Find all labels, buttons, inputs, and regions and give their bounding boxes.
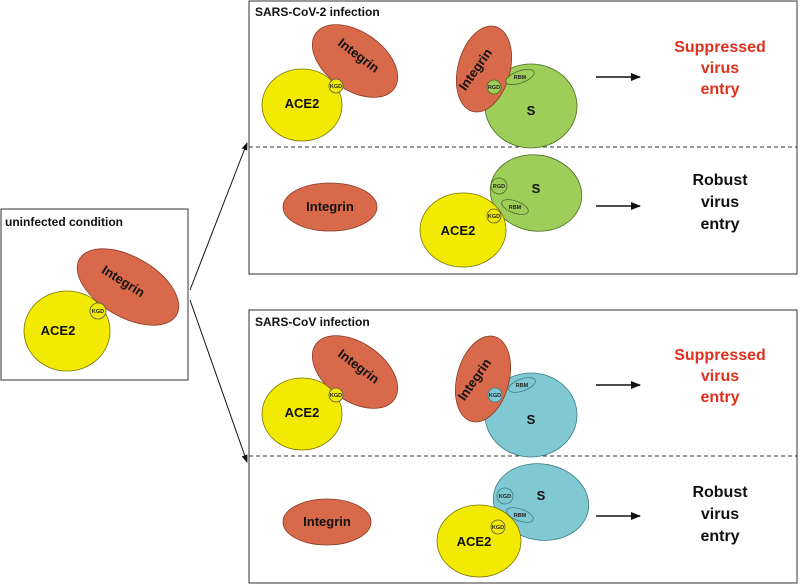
cov-top-kgd-right-label: KGD <box>489 393 501 399</box>
cov2-top-ace2-label: ACE2 <box>285 96 320 111</box>
cov2-bot-kgd-label: KGD <box>488 214 500 220</box>
cov2-bot-integrin <box>282 182 378 232</box>
cov2-bot-rbm <box>501 199 529 215</box>
cov-bot-integrin-label: Integrin <box>303 514 351 529</box>
cov-bot-kgd-spike-label: KGD <box>499 494 511 500</box>
sars-cov-title: SARS-CoV infection <box>255 315 370 329</box>
cov2-bot-outcome-2: virus <box>701 194 739 211</box>
sars-cov2-panel: SARS-CoV-2 infection Integrin ACE2 KGD S… <box>248 0 798 275</box>
cov2-top-rgd-label: RGD <box>488 85 500 91</box>
cov-top-kgd-left <box>328 387 344 403</box>
cov2-bot-outcome-1: Robust <box>692 172 748 189</box>
cov-bot-kgd-spike <box>496 487 514 505</box>
cov-top-spike-label: S <box>527 412 536 427</box>
cov2-top-rbm-label: RBM <box>514 75 527 81</box>
arrow-to-sars-cov <box>189 299 248 463</box>
cov2-bot-ace2-label: ACE2 <box>441 223 476 238</box>
cov-bot-rbm <box>506 507 534 523</box>
cov-bot-spike-label: S <box>537 488 546 503</box>
cov-bot-kgd-label: KGD <box>492 525 504 531</box>
cov2-top-outcome-3: entry <box>700 81 739 98</box>
cov-bot-kgd <box>490 519 506 535</box>
arrow-to-sars-cov2 <box>189 142 248 291</box>
cov-bot-outcome-3: entry <box>700 528 739 545</box>
cov2-bot-integrin-label: Integrin <box>306 199 354 214</box>
cov2-bot-kgd <box>486 208 502 224</box>
cov2-bot-rgd <box>490 177 508 195</box>
cov2-bot-rbm-label: RBM <box>509 205 522 211</box>
cov-bot-rbm-label: RBM <box>514 513 527 519</box>
cov-top-outcome-2: virus <box>701 368 739 385</box>
cov-top-ace2-label: ACE2 <box>285 405 320 420</box>
cov2-top-spike-label: S <box>527 103 536 118</box>
cov2-top-outcome-1: Suppressed <box>674 39 766 56</box>
cov-top-outcome-3: entry <box>700 389 739 406</box>
sars-cov2-title: SARS-CoV-2 infection <box>255 5 380 19</box>
cov-bot-outcome-2: virus <box>701 506 739 523</box>
cov2-bot-ace2 <box>419 192 507 268</box>
cov2-top-rgd <box>486 79 502 95</box>
cov-bot-ace2-label: ACE2 <box>457 534 492 549</box>
cov-top-ace2 <box>261 377 343 451</box>
uninfected-title: uninfected condition <box>5 215 123 229</box>
cov2-bot-spike-label: S <box>532 181 541 196</box>
cov-bot-integrin <box>282 498 372 546</box>
cov-top-outcome-1: Suppressed <box>674 347 766 364</box>
cov-top-rbm <box>508 377 536 393</box>
uninfected-panel: uninfected condition Integrin ACE2 KGD <box>0 208 189 381</box>
cov2-bot-outcome-3: entry <box>700 216 739 233</box>
sars-cov-panel: SARS-CoV infection Integrin ACE2 KGD S I… <box>248 309 798 584</box>
cov2-top-kgd-left <box>328 78 344 94</box>
uninfected-ace2-label: ACE2 <box>41 323 76 338</box>
cov2-top-ace2 <box>261 68 343 142</box>
cov-bot-spike <box>492 463 590 541</box>
uninfected-kgd-site <box>89 302 107 320</box>
cov-bot-outcome-1: Robust <box>692 484 748 501</box>
uninfected-ace2 <box>23 290 111 372</box>
cov-top-kgd-right <box>487 387 503 403</box>
cov2-top-kgd-left-label: KGD <box>330 84 342 90</box>
uninfected-kgd-label: KGD <box>92 309 104 315</box>
cov-top-kgd-left-label: KGD <box>330 393 342 399</box>
cov2-top-rbm <box>505 68 535 86</box>
cov-top-rbm-label: RBM <box>516 383 529 389</box>
cov2-top-outcome-2: virus <box>701 60 739 77</box>
cov2-bot-rgd-label: RGD <box>493 184 505 190</box>
